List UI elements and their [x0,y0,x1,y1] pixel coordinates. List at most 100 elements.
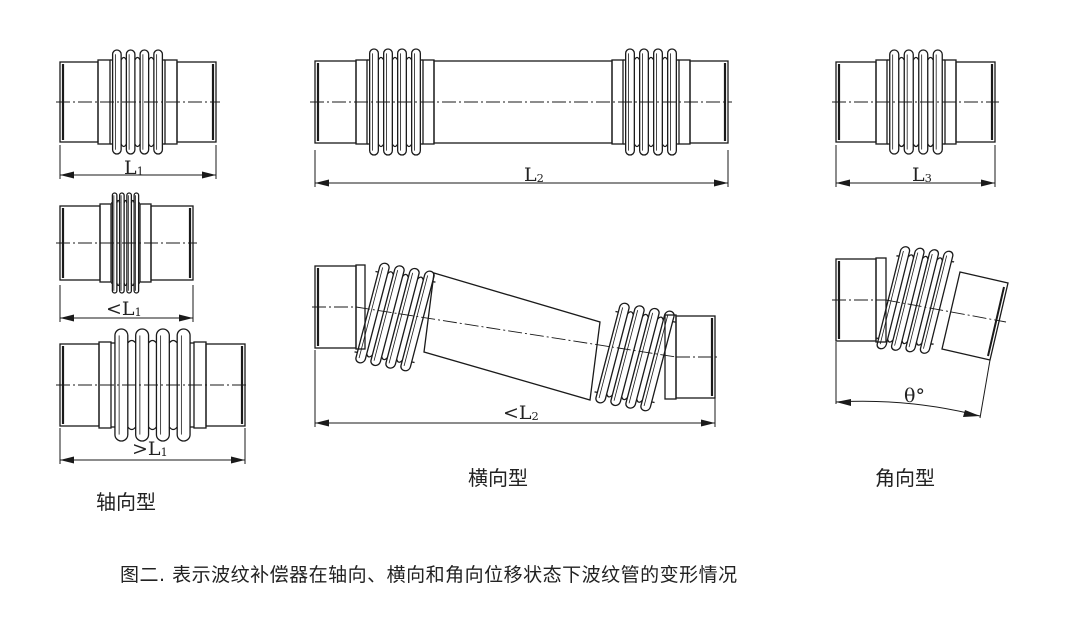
bellows-convolution [918,49,929,155]
bellows-convolution [903,49,914,155]
convolution-line [908,254,933,348]
dim-label-angular-theta: θ° [904,385,925,407]
bellows-convolution [126,192,133,294]
extension-line [979,359,991,419]
convolution-line [598,307,624,399]
convolution-line [388,272,414,364]
bellows-convolution [125,49,136,155]
bellows-root [148,143,155,148]
bellows-convolution [369,48,379,156]
center-line [355,306,677,358]
pipe-chamfer [987,286,1005,357]
convolution-line [628,312,654,404]
convolution-line [643,315,669,407]
bellows-convolution [667,48,677,156]
center-line [885,299,1007,323]
arrowhead-icon [60,456,74,464]
bellows-root [927,143,934,148]
bellows-convolution [640,310,675,412]
convolution-line [358,267,384,359]
bellows-convolution [889,49,900,155]
bellows-convolution [135,328,150,442]
arrowhead-icon [60,314,74,322]
bellows-root [377,56,385,61]
bellows-convolution [400,270,435,372]
convolution-line [373,270,399,361]
convolution-line [879,250,904,345]
axial-neutral-joint [56,49,220,179]
bellows-root [898,143,905,148]
arrowhead-icon [701,419,715,427]
bellows-root [148,339,157,344]
lateral-neutral-joint [310,48,732,187]
dim-label-axial-neutral: L1 [124,157,144,179]
bellows-convolution [153,49,164,155]
angular-neutral-joint [832,49,999,187]
bellows-root [661,143,669,148]
bellows-root [127,339,137,344]
arrowhead-icon [315,179,329,187]
lateral-offset-joint [312,262,720,427]
bellows-root [377,143,385,148]
arrowhead-icon [315,419,329,427]
axial-extended-joint [56,328,249,464]
figure-caption: 图二. 表示波纹补偿器在轴向、横向和角向位移状态下波纹管的变形情况 [120,564,738,586]
arrowhead-icon [179,314,193,322]
convolution-line [613,310,639,401]
arrowhead-icon [981,179,995,187]
bellows-convolution [653,48,663,156]
bellows-root [912,143,920,148]
arrowhead-icon [714,179,728,187]
bellows-root [647,143,655,148]
bellows-root [661,56,669,61]
bellows-convolution [383,48,393,156]
bellows-root [927,56,934,61]
group-title-axial: 轴向型 [96,490,156,514]
bellows-root [120,56,127,61]
bellows-edge [672,321,676,323]
convolution-line [923,255,948,349]
bellows-root [912,56,920,61]
bellows-root [148,426,157,431]
bellows-edge [411,361,415,364]
bellows-root [633,143,641,148]
angle-arc [835,400,981,417]
bellows-convolution [133,192,140,294]
dim-label-axial-compressed: <L1 [106,298,142,320]
bellows-root [633,56,641,61]
bellows-bent [875,246,955,354]
arrowhead-icon [60,171,74,179]
bellows-left-skewed [354,262,436,372]
convolution-line [894,252,919,346]
angular-bent-joint [832,246,1009,419]
bellows-convolution [932,49,943,155]
arrowhead-icon [202,171,216,179]
bellows-convolution [118,192,125,294]
convolution-line [403,275,429,367]
bellows-convolution [625,307,660,409]
bellows-root [168,426,178,431]
bellows-root [134,143,141,148]
bellows-edge [615,310,619,313]
arrowhead-icon [836,179,850,187]
bellows-convolution [411,48,421,156]
bellows-convolution [625,48,635,156]
arrowhead-icon [231,456,245,464]
bellows-root [405,143,413,148]
bellows-root [120,143,127,148]
bellows-convolution [111,49,122,155]
bellows-convolution [176,328,191,442]
bellows-convolution [639,48,649,156]
bellows-edge [375,270,379,273]
bellows-edge [594,391,598,393]
bellows-root [148,56,155,61]
bellows-root [127,426,137,431]
axial-compressed-joint [56,192,197,322]
bellows-convolution [355,262,390,364]
dim-label-angular-neutral: L3 [912,164,932,186]
bellows-edge [651,401,655,404]
bellows-right-skewed [594,302,676,412]
bellows-root [391,143,399,148]
bellows-root [898,56,905,61]
